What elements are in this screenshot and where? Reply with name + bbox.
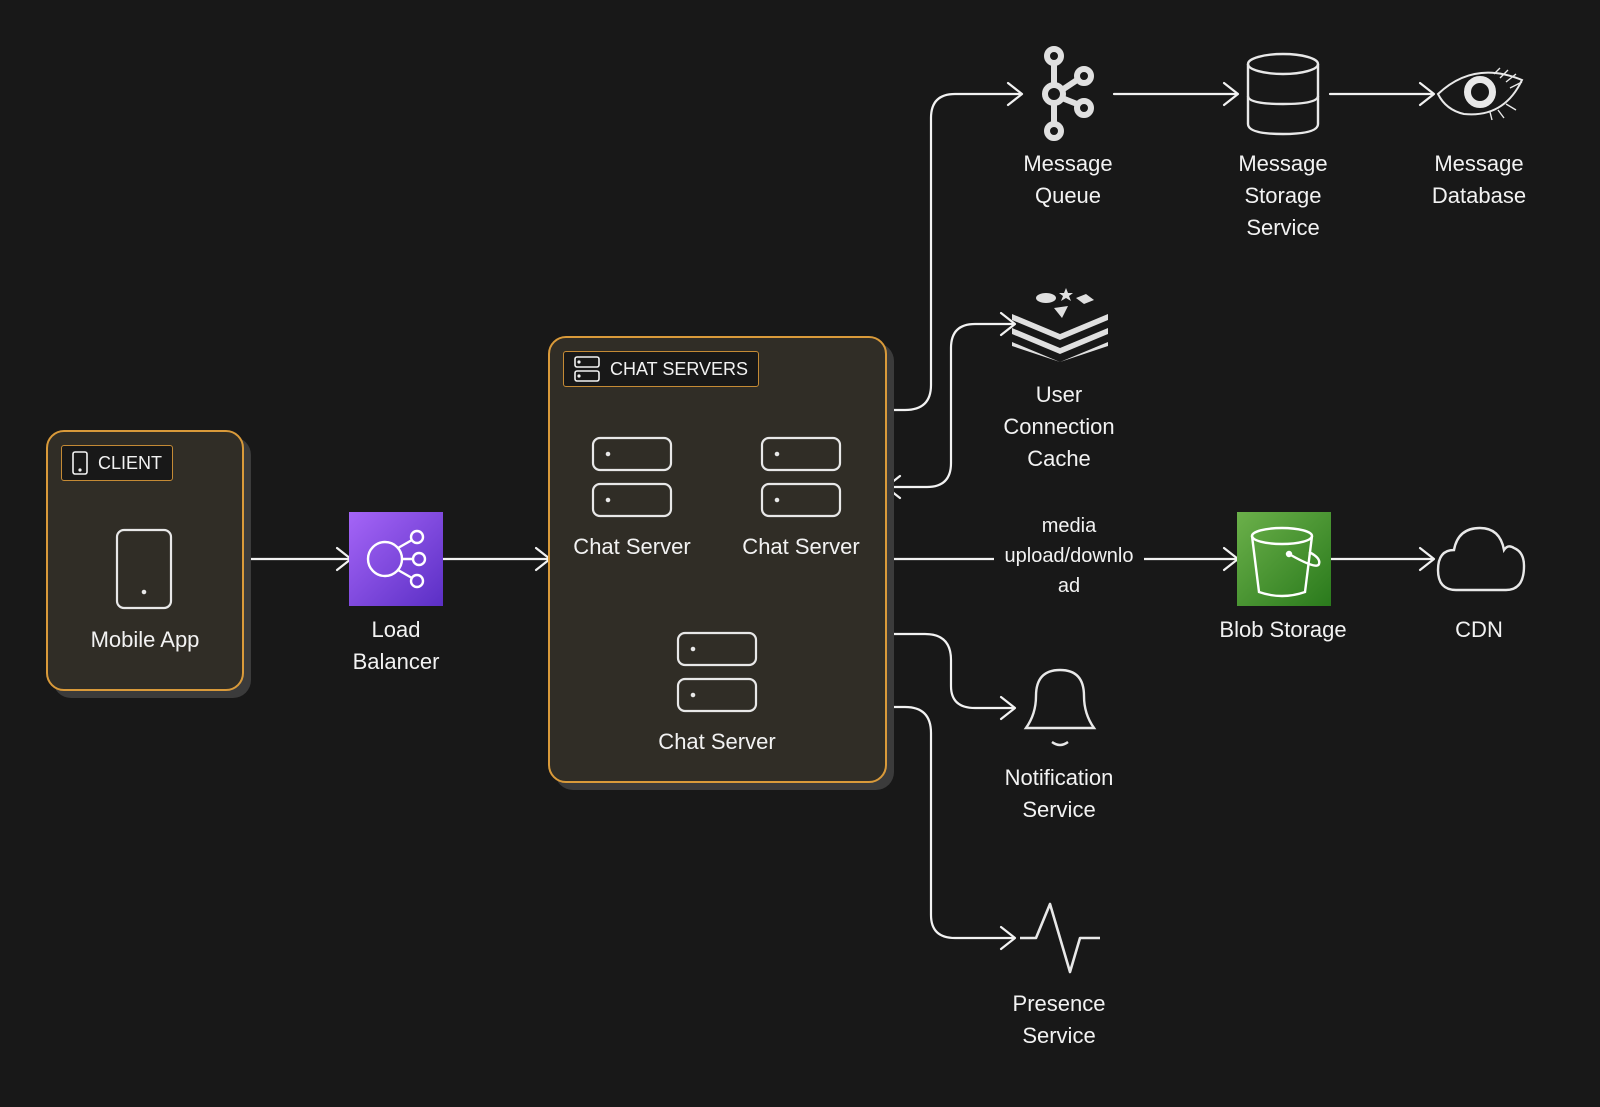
client-group: CLIENT: [46, 430, 244, 691]
chat-servers-group-tag: CHAT SERVERS: [563, 351, 760, 387]
chat-server-3-label: Chat Server: [658, 729, 776, 754]
message-storage-label-3: Service: [1246, 215, 1320, 240]
mobile-app-icon[interactable]: [115, 528, 173, 610]
message-storage-label-2: Storage: [1244, 183, 1322, 208]
load-balancer-node[interactable]: [349, 512, 443, 606]
chat-server-2-icon[interactable]: [760, 436, 842, 518]
chat-server-3-icon[interactable]: [676, 631, 758, 713]
edge-chat-cache-bidirectional: [884, 311, 1017, 500]
blob-storage-label: Blob Storage: [1219, 617, 1347, 642]
media-edge-label: media upload/downlo ad: [994, 511, 1144, 601]
chat-server-1-icon[interactable]: [591, 436, 673, 518]
kafka-icon[interactable]: [1036, 46, 1100, 142]
chat-server-1-label: Chat Server: [573, 534, 691, 559]
cloud-icon[interactable]: [1436, 526, 1526, 592]
cassandra-eye-icon[interactable]: [1434, 66, 1526, 122]
blob-storage-node[interactable]: [1237, 512, 1331, 606]
load-balancer-label-1: Load: [371, 617, 421, 642]
edge-blob-to-cdn: [1328, 546, 1436, 572]
user-cache-label-2: Connection: [1003, 414, 1115, 439]
message-database-label-1: Message: [1434, 151, 1524, 176]
edge-client-to-lb: [241, 546, 353, 572]
chat-server-2-label: Chat Server: [742, 534, 860, 559]
user-cache-label-3: Cache: [1027, 446, 1091, 471]
message-storage-label-1: Message: [1238, 151, 1328, 176]
load-balancer-icon: [366, 529, 427, 589]
presence-label-2: Service: [1022, 1023, 1096, 1048]
presence-label-1: Presence: [1012, 991, 1106, 1016]
message-queue-label-1: Message: [1023, 151, 1113, 176]
edge-chat-to-queue: [884, 81, 1024, 412]
edge-chat-to-notification: [884, 632, 1017, 721]
edge-lb-to-chat-servers: [441, 546, 552, 572]
chat-servers-group: CHAT SERVERS: [548, 336, 887, 783]
edge-storage-to-database: [1328, 81, 1436, 107]
mobile-app-label: Mobile App: [90, 627, 200, 652]
chat-servers-group-label: CHAT SERVERS: [610, 358, 749, 379]
message-queue-label-2: Queue: [1034, 183, 1102, 208]
bell-icon[interactable]: [1022, 668, 1098, 750]
load-balancer-label-2: Balancer: [352, 649, 440, 674]
user-cache-label-1: User: [1035, 382, 1083, 407]
media-edge-label-3: ad: [1057, 575, 1081, 597]
database-icon[interactable]: [1245, 52, 1321, 136]
mobile-icon: [72, 451, 88, 475]
edge-queue-to-storage: [1112, 81, 1240, 107]
message-database-label-2: Database: [1431, 183, 1527, 208]
server-icon: [574, 356, 600, 382]
edge-chat-to-presence: [884, 705, 1017, 951]
cdn-label: CDN: [1455, 617, 1503, 642]
media-edge-label-2: upload/downlo: [1004, 545, 1134, 567]
bucket-icon: [1250, 526, 1321, 598]
media-edge-label-1: media: [1041, 515, 1097, 537]
client-group-label: CLIENT: [98, 452, 163, 473]
client-group-tag: CLIENT: [61, 445, 174, 481]
pulse-icon[interactable]: [1018, 900, 1102, 976]
notification-label-2: Service: [1022, 797, 1096, 822]
redis-icon[interactable]: [1010, 286, 1110, 362]
notification-label-1: Notification: [1004, 765, 1114, 790]
